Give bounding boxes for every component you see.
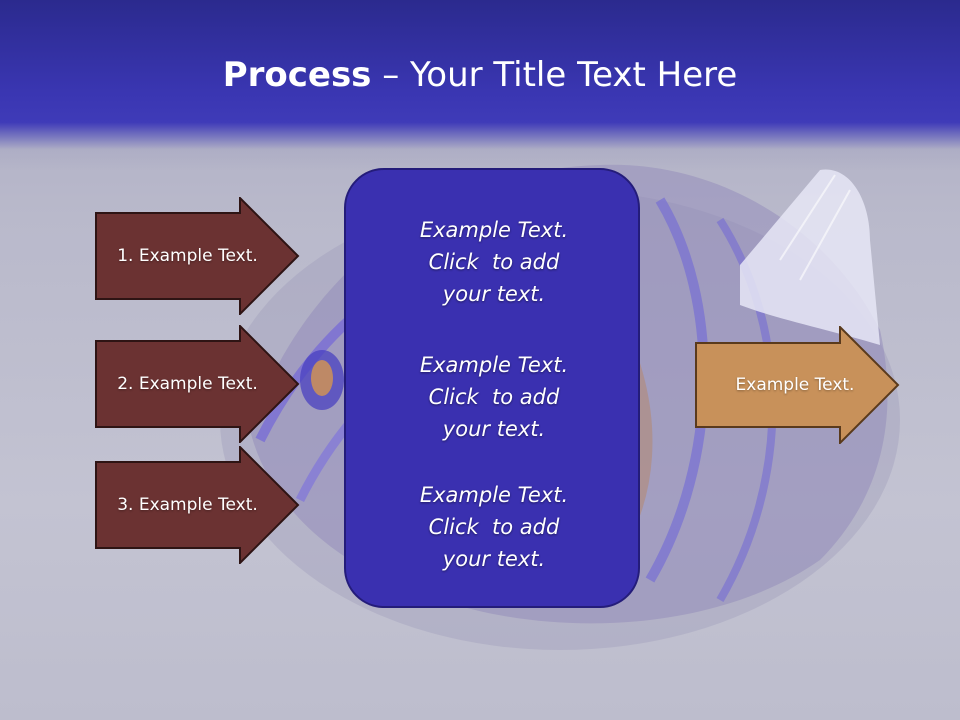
- right-arrow[interactable]: Example Text.: [695, 326, 900, 444]
- center-text-block-2[interactable]: Example Text. Click to add your text.: [346, 349, 642, 445]
- center-block-1-line-3: your text.: [442, 282, 546, 306]
- center-block-3-line-3: your text.: [442, 547, 546, 571]
- center-block-1-line-2: Click to add: [428, 250, 560, 274]
- right-arrow-label: Example Text.: [735, 375, 855, 395]
- center-block-3-line-1: Example Text.: [419, 483, 569, 507]
- center-block-2-line-1: Example Text.: [419, 353, 569, 377]
- center-text-block-1[interactable]: Example Text. Click to add your text.: [346, 214, 642, 310]
- title-bold-text: Process: [222, 55, 372, 95]
- arrow-shape-1: [95, 197, 300, 315]
- center-block-1-line-1: Example Text.: [419, 218, 569, 242]
- left-arrow-3[interactable]: 3. Example Text.: [95, 446, 300, 564]
- center-block-3-line-2: Click to add: [428, 515, 560, 539]
- center-text-box[interactable]: Example Text. Click to add your text. Ex…: [344, 168, 640, 608]
- left-arrow-label-2: 2. Example Text.: [117, 374, 258, 394]
- center-text-block-3[interactable]: Example Text. Click to add your text.: [346, 479, 642, 575]
- header-bar: [0, 0, 960, 170]
- left-arrow-2[interactable]: 2. Example Text.: [95, 325, 300, 443]
- arrow-shape-3: [95, 446, 300, 564]
- title-rest-text: – Your Title Text Here: [371, 55, 738, 95]
- arrow-shape-2: [95, 325, 300, 443]
- slide-title[interactable]: Process – Your Title Text Here: [0, 52, 960, 98]
- center-block-2-line-3: your text.: [442, 417, 546, 441]
- right-arrow-shape: [695, 326, 900, 444]
- left-arrow-1[interactable]: 1. Example Text.: [95, 197, 300, 315]
- left-arrow-label-1: 1. Example Text.: [117, 246, 258, 266]
- left-arrow-label-3: 3. Example Text.: [117, 495, 258, 515]
- center-block-2-line-2: Click to add: [428, 385, 560, 409]
